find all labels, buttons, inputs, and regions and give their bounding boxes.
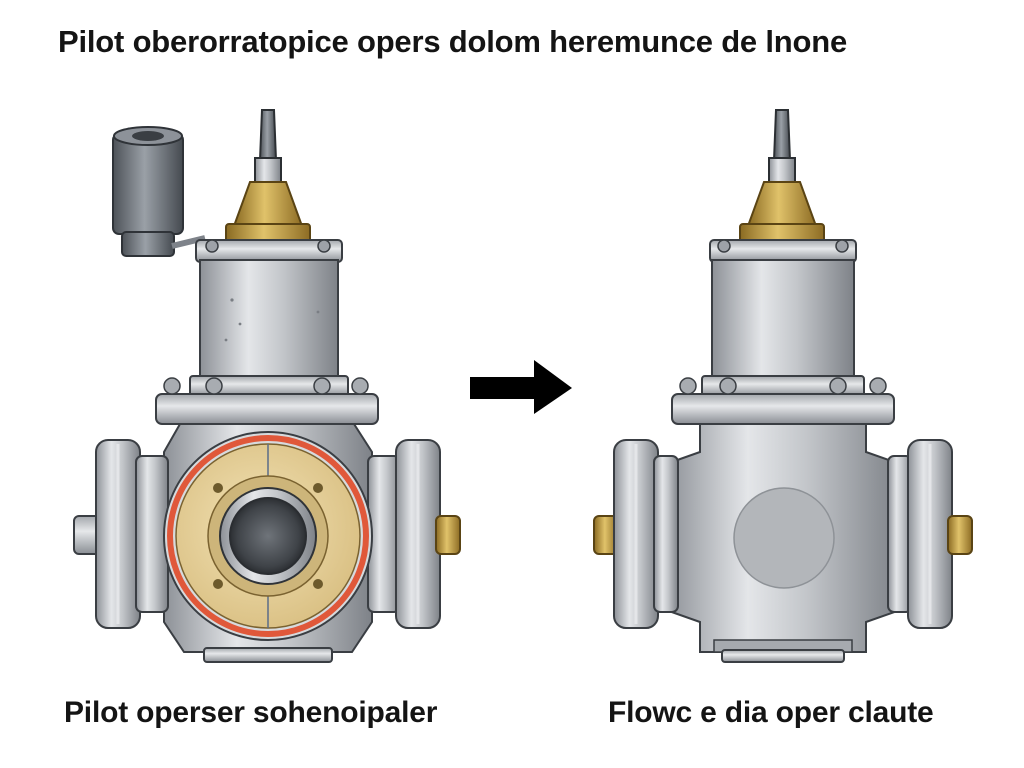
top-flange: [671, 377, 895, 425]
transition-arrow: [470, 360, 572, 414]
right-valve-caption: Flowc e dia oper claute: [608, 696, 934, 729]
valve-stem: [225, 109, 311, 243]
bonnet: [701, 239, 865, 397]
inlet-flange: [73, 439, 169, 629]
pilot-solenoid-valve: [73, 109, 461, 663]
diaphragm: [163, 431, 373, 641]
bonnet: [189, 239, 349, 397]
outlet-flange: [367, 439, 461, 629]
inlet-flange: [593, 439, 679, 629]
left-valve-caption: Pilot operser sohenoipaler: [64, 696, 438, 729]
valve-body: [665, 423, 901, 663]
outlet-flange: [887, 439, 973, 629]
pilot-solenoid: [112, 126, 206, 257]
valve-stem: [739, 109, 825, 243]
top-flange: [155, 377, 379, 425]
page-title: Pilot oberorratopice opers dolom heremun…: [58, 24, 848, 59]
flow-valve: [593, 109, 973, 663]
